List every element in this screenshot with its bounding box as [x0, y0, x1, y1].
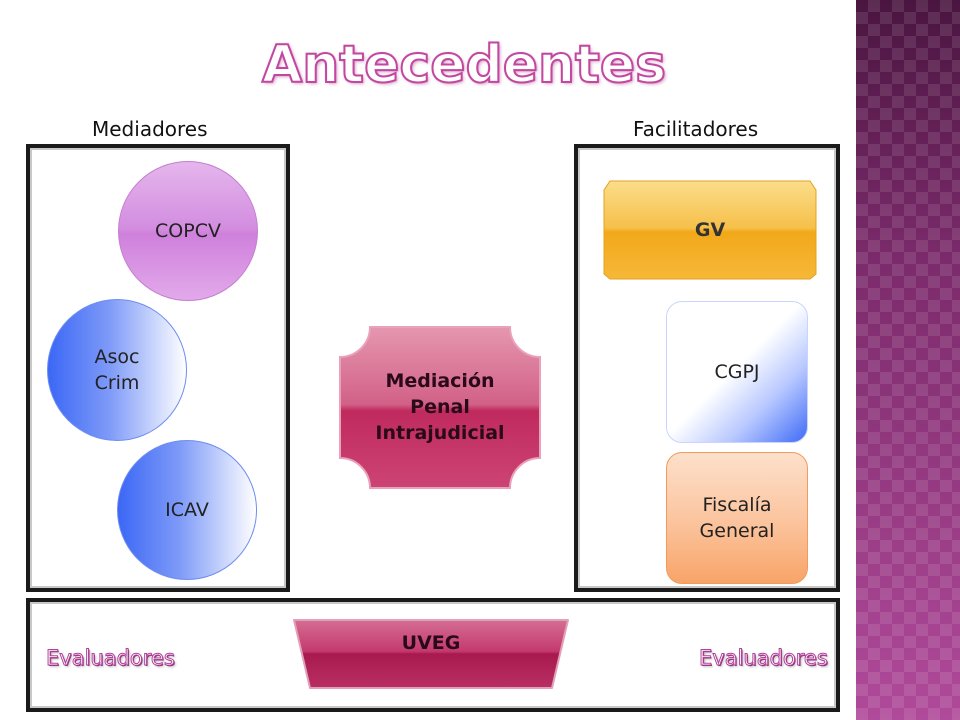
evaluadores-left-label: Evaluadores: [46, 646, 176, 671]
node-asoc-crim: Asoc Crim: [47, 299, 187, 441]
node-uveg: UVEG: [300, 624, 562, 682]
node-copcv: COPCV: [118, 161, 258, 301]
node-label: UVEG: [401, 632, 461, 654]
node-label: Asoc Crim: [94, 346, 140, 394]
evaluadores-right-label: Evaluadores: [699, 646, 829, 671]
node-gv: GV: [604, 181, 816, 279]
mediadores-heading: Mediadores: [92, 117, 208, 141]
node-icav: ICAV: [117, 440, 257, 580]
decorative-side-band: [856, 0, 960, 720]
node-label: GV: [694, 219, 726, 241]
uveg-trapezoid-shape: [293, 619, 569, 689]
center-plaque-shape: [339, 326, 541, 489]
center-mediacion-penal-intrajudicial: Mediación Penal Intrajudicial: [340, 327, 540, 487]
node-fiscalia-general: Fiscalía General: [666, 452, 808, 584]
node-gv-shape: [603, 180, 817, 280]
slide-title: Antecedentes: [261, 34, 667, 96]
center-label: Mediación Penal Intrajudicial: [375, 370, 505, 444]
node-label: Fiscalía General: [699, 494, 775, 542]
node-label: COPCV: [155, 220, 221, 242]
node-label: ICAV: [165, 499, 209, 521]
node-label: CGPJ: [714, 361, 760, 383]
node-cgpj: CGPJ: [666, 301, 808, 443]
facilitadores-heading: Facilitadores: [633, 117, 759, 141]
